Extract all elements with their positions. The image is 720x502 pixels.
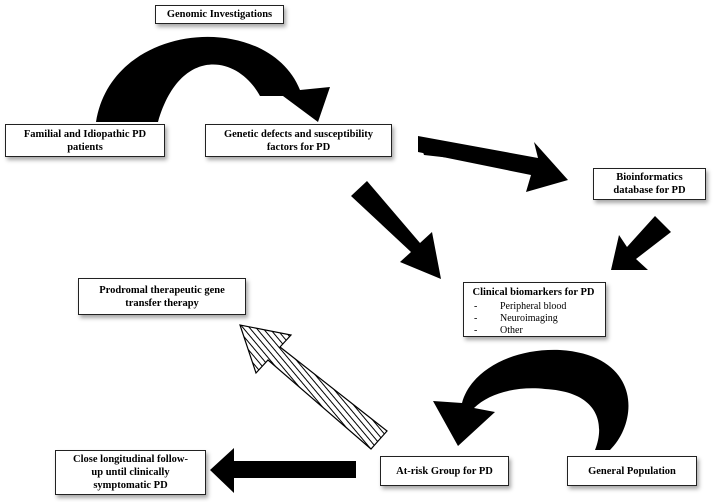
node-familial-line-1: Familial and Idiopathic PD bbox=[23, 128, 147, 140]
node-familial-idiopathic: Familial and Idiopathic PD patients bbox=[5, 124, 165, 157]
node-at-risk: At-risk Group for PD bbox=[380, 456, 509, 486]
clinical-biomarker-item: -Peripheral blood bbox=[474, 301, 567, 312]
node-longitudinal-line-1: Close longitudinal follow- bbox=[73, 454, 188, 465]
hatched-arrow-at-risk-to-prodromal bbox=[239, 324, 388, 450]
node-clinical-title: Clinical biomarkers for PD bbox=[472, 287, 595, 298]
arrow-genetic-to-bioinformatics-body bbox=[418, 136, 568, 192]
node-genetic-line-2: factors for PD bbox=[266, 141, 331, 153]
node-longitudinal-line-3: symptomatic PD bbox=[93, 480, 168, 491]
node-at-risk-label: At-risk Group for PD bbox=[396, 465, 493, 477]
arrow-bioinformatics-to-clinical bbox=[611, 216, 671, 270]
node-prodromal: Prodromal therapeutic gene transfer ther… bbox=[78, 278, 246, 315]
node-longitudinal: Close longitudinal follow- up until clin… bbox=[55, 450, 206, 495]
node-general-population-label: General Population bbox=[588, 465, 676, 477]
clinical-biomarker-item: -Other bbox=[474, 325, 523, 336]
arrow-genetic-to-clinical bbox=[351, 181, 441, 279]
clinical-biomarker-list: -Peripheral blood -Neuroimaging -Other bbox=[470, 301, 605, 337]
node-longitudinal-line-2: up until clinically bbox=[91, 467, 170, 478]
node-genomic-investigations-label: Genomic Investigations bbox=[166, 9, 273, 20]
clinical-biomarker-item: -Neuroimaging bbox=[474, 313, 558, 324]
node-bioinformatics: Bioinformatics database for PD bbox=[593, 168, 706, 200]
node-bioinformatics-line-1: Bioinformatics bbox=[616, 172, 683, 183]
node-familial-line-2: patients bbox=[67, 141, 103, 153]
node-general-population: General Population bbox=[567, 456, 697, 486]
arrow-at-risk-to-longitudinal bbox=[210, 448, 356, 493]
node-genetic-defects: Genetic defects and susceptibility facto… bbox=[205, 124, 392, 157]
curved-arrow-population bbox=[433, 349, 629, 450]
node-prodromal-line-2: transfer therapy bbox=[125, 297, 199, 309]
curved-arrow-genomic bbox=[96, 36, 330, 122]
node-genetic-line-1: Genetic defects and susceptibility bbox=[223, 128, 374, 140]
node-clinical-biomarkers: Clinical biomarkers for PD -Peripheral b… bbox=[463, 282, 606, 337]
node-bioinformatics-line-2: database for PD bbox=[613, 185, 686, 196]
node-prodromal-line-1: Prodromal therapeutic gene bbox=[99, 284, 225, 296]
node-genomic-investigations: Genomic Investigations bbox=[155, 5, 284, 24]
